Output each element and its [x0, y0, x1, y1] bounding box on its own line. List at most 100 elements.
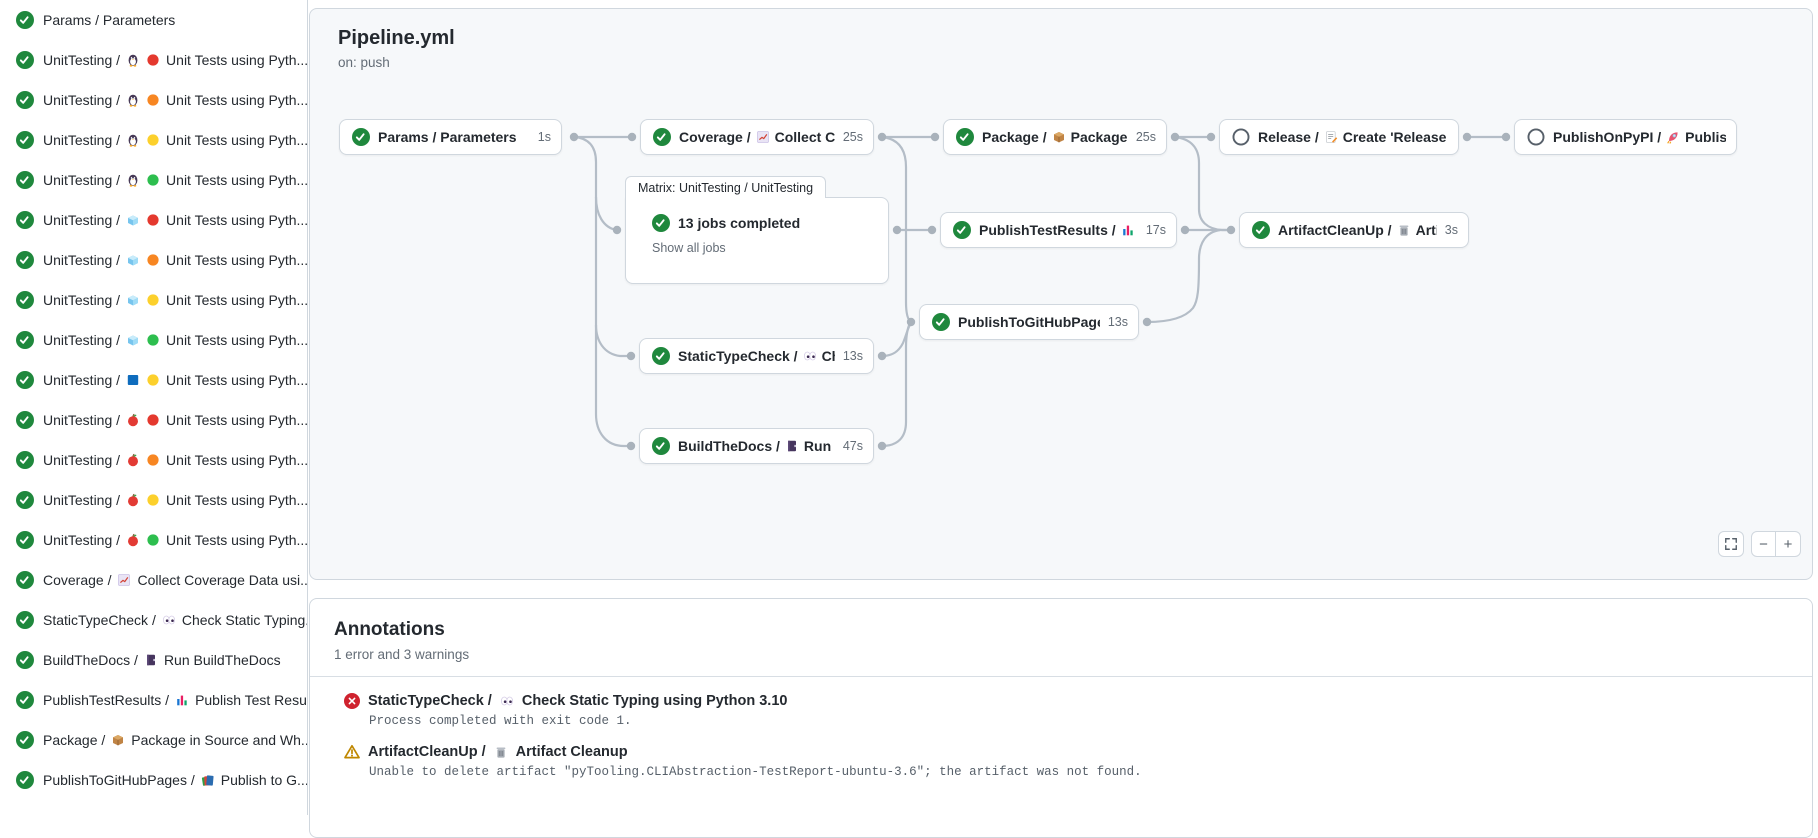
sidebar-job-item[interactable]: UnitTesting / Unit Tests using Pyth...	[0, 360, 307, 400]
node-label: BuildTheDocs / Run Buil...	[678, 438, 835, 454]
job-label: StaticTypeCheck / Check Static Typing...	[43, 612, 307, 628]
sidebar-job-item[interactable]: UnitTesting / Unit Tests using Pyth...	[0, 160, 307, 200]
apple-icon	[126, 533, 140, 547]
graph-node-publishonpypi[interactable]: PublishOnPyPI / Publish to ...	[1514, 119, 1737, 155]
penguin-icon	[126, 53, 140, 67]
orange-dot-icon	[146, 453, 160, 467]
graph-node-coverage[interactable]: Coverage / Collect Cove...25s	[640, 119, 874, 155]
check-circle-icon	[16, 171, 34, 189]
sidebar-job-item[interactable]: UnitTesting / Unit Tests using Pyth...	[0, 80, 307, 120]
graph-node-package[interactable]: Package / Package in So...25s	[943, 119, 1167, 155]
graph-node-release[interactable]: Release / Create 'Release P...	[1219, 119, 1459, 155]
workflow-header: Pipeline.yml on: push	[338, 27, 455, 70]
graph-node-publishtestresults[interactable]: PublishTestResults / Pu...17s	[940, 212, 1177, 248]
apple-icon	[126, 493, 140, 507]
check-circle-icon	[16, 251, 34, 269]
warning-triangle-icon	[344, 744, 360, 760]
wastebasket-icon	[1397, 223, 1411, 237]
ice-cube-icon	[126, 293, 140, 307]
sidebar-job-item[interactable]: UnitTesting / Unit Tests using Pyth...	[0, 240, 307, 280]
memo-icon	[1324, 130, 1338, 144]
label-text: Unit Tests using Pyth...	[166, 532, 307, 548]
sidebar-job-item[interactable]: PublishTestResults / Publish Test Resu..…	[0, 680, 307, 720]
label-text: UnitTesting /	[43, 532, 121, 548]
sidebar-job-item[interactable]: UnitTesting / Unit Tests using Pyth...	[0, 120, 307, 160]
penguin-icon	[126, 93, 140, 107]
sidebar-job-item[interactable]: UnitTesting / Unit Tests using Pyth...	[0, 280, 307, 320]
matrix-group-node[interactable]: 13 jobs completed Show all jobs	[625, 197, 889, 284]
sidebar-job-item[interactable]: UnitTesting / Unit Tests using Pyth...	[0, 320, 307, 360]
label-text: Chec...	[821, 348, 835, 364]
sidebar-job-item[interactable]: UnitTesting / Unit Tests using Pyth...	[0, 440, 307, 480]
check-circle-icon	[16, 211, 34, 229]
node-label: Release / Create 'Release P...	[1258, 129, 1448, 145]
sidebar-job-item[interactable]: PublishToGitHubPages / Publish to G...	[0, 760, 307, 800]
zoom-in-button[interactable]: +	[1776, 531, 1801, 557]
graph-node-artifactcleanup[interactable]: ArtifactCleanUp / Artifac...3s	[1239, 212, 1469, 248]
label-text: Unit Tests using Pyth...	[166, 412, 307, 428]
notebook-icon	[785, 439, 799, 453]
job-label: UnitTesting / Unit Tests using Pyth...	[43, 452, 307, 468]
label-text: ArtifactCleanUp /	[368, 744, 486, 760]
label-text: PublishToGitHubPages /	[43, 772, 195, 788]
show-all-jobs-link[interactable]: Show all jobs	[652, 241, 726, 255]
sidebar-job-item[interactable]: BuildTheDocs / Run BuildTheDocs	[0, 640, 307, 680]
job-label: UnitTesting / Unit Tests using Pyth...	[43, 172, 307, 188]
sidebar-job-item[interactable]: UnitTesting / Unit Tests using Pyth...	[0, 40, 307, 80]
annotation-message: Process completed with exit code 1.	[369, 714, 632, 728]
sidebar-job-item[interactable]: UnitTesting / Unit Tests using Pyth...	[0, 520, 307, 560]
notebook-icon	[144, 653, 158, 667]
fullscreen-button[interactable]	[1718, 531, 1744, 557]
sidebar-job-item[interactable]: StaticTypeCheck / Check Static Typing...	[0, 600, 307, 640]
label-text: Params / Parameters	[378, 129, 517, 145]
check-circle-icon	[16, 131, 34, 149]
label-text: Unit Tests using Pyth...	[166, 52, 307, 68]
check-circle-icon	[16, 451, 34, 469]
check-circle-icon	[16, 411, 34, 429]
label-text: Publish Test Resu...	[195, 692, 307, 708]
check-circle-icon	[932, 313, 950, 331]
red-dot-icon	[146, 213, 160, 227]
package-icon	[1052, 130, 1066, 144]
graph-node-buildthedocs[interactable]: BuildTheDocs / Run Buil...47s	[639, 428, 874, 464]
annotation-title-link[interactable]: ArtifactCleanUp / Artifact Cleanup	[344, 744, 1788, 760]
label-text: Unit Tests using Pyth...	[166, 452, 307, 468]
label-text: Publish to G...	[220, 772, 307, 788]
fullscreen-icon	[1724, 537, 1738, 551]
label-text: Coverage /	[43, 572, 112, 588]
apple-icon	[126, 413, 140, 427]
ice-cube-icon	[126, 253, 140, 267]
graph-node-publishtogithubpages[interactable]: PublishToGitHubPages / ...13s	[919, 304, 1139, 340]
sidebar-job-item[interactable]: Params / Parameters	[0, 0, 307, 40]
check-circle-icon	[652, 437, 670, 455]
green-dot-icon	[146, 333, 160, 347]
zoom-out-button[interactable]: −	[1751, 531, 1776, 557]
node-label: PublishToGitHubPages / ...	[958, 314, 1100, 330]
label-text: Package in Source and Wh...	[131, 732, 307, 748]
label-text: Unit Tests using Pyth...	[166, 332, 307, 348]
check-circle-icon	[652, 347, 670, 365]
sidebar-job-item[interactable]: UnitTesting / Unit Tests using Pyth...	[0, 400, 307, 440]
sidebar-job-item[interactable]: UnitTesting / Unit Tests using Pyth...	[0, 200, 307, 240]
check-circle-icon	[16, 371, 34, 389]
sidebar-job-item[interactable]: UnitTesting / Unit Tests using Pyth...	[0, 480, 307, 520]
label-text: UnitTesting /	[43, 52, 121, 68]
eyes-icon	[803, 349, 817, 363]
label-text: Create 'Release P...	[1342, 129, 1448, 145]
workflow-trigger: on: push	[338, 55, 390, 70]
label-text: UnitTesting /	[43, 252, 121, 268]
label-text: PublishToGitHubPages /	[958, 314, 1100, 330]
sidebar-job-item[interactable]: Coverage / Collect Coverage Data usi...	[0, 560, 307, 600]
label-text: ArtifactCleanUp /	[1278, 222, 1392, 238]
matrix-status-text: 13 jobs completed	[678, 215, 801, 231]
graph-node-statictypecheck[interactable]: StaticTypeCheck / Chec...13s	[639, 338, 874, 374]
sidebar-job-item[interactable]: Package / Package in Source and Wh...	[0, 720, 307, 760]
node-duration: 25s	[1135, 130, 1156, 144]
job-label: UnitTesting / Unit Tests using Pyth...	[43, 292, 307, 308]
job-label: UnitTesting / Unit Tests using Pyth...	[43, 92, 307, 108]
annotation-title-link[interactable]: StaticTypeCheck / Check Static Typing us…	[344, 693, 1788, 709]
label-text: Package /	[982, 129, 1047, 145]
job-label: UnitTesting / Unit Tests using Pyth...	[43, 332, 307, 348]
yellow-dot-icon	[146, 493, 160, 507]
